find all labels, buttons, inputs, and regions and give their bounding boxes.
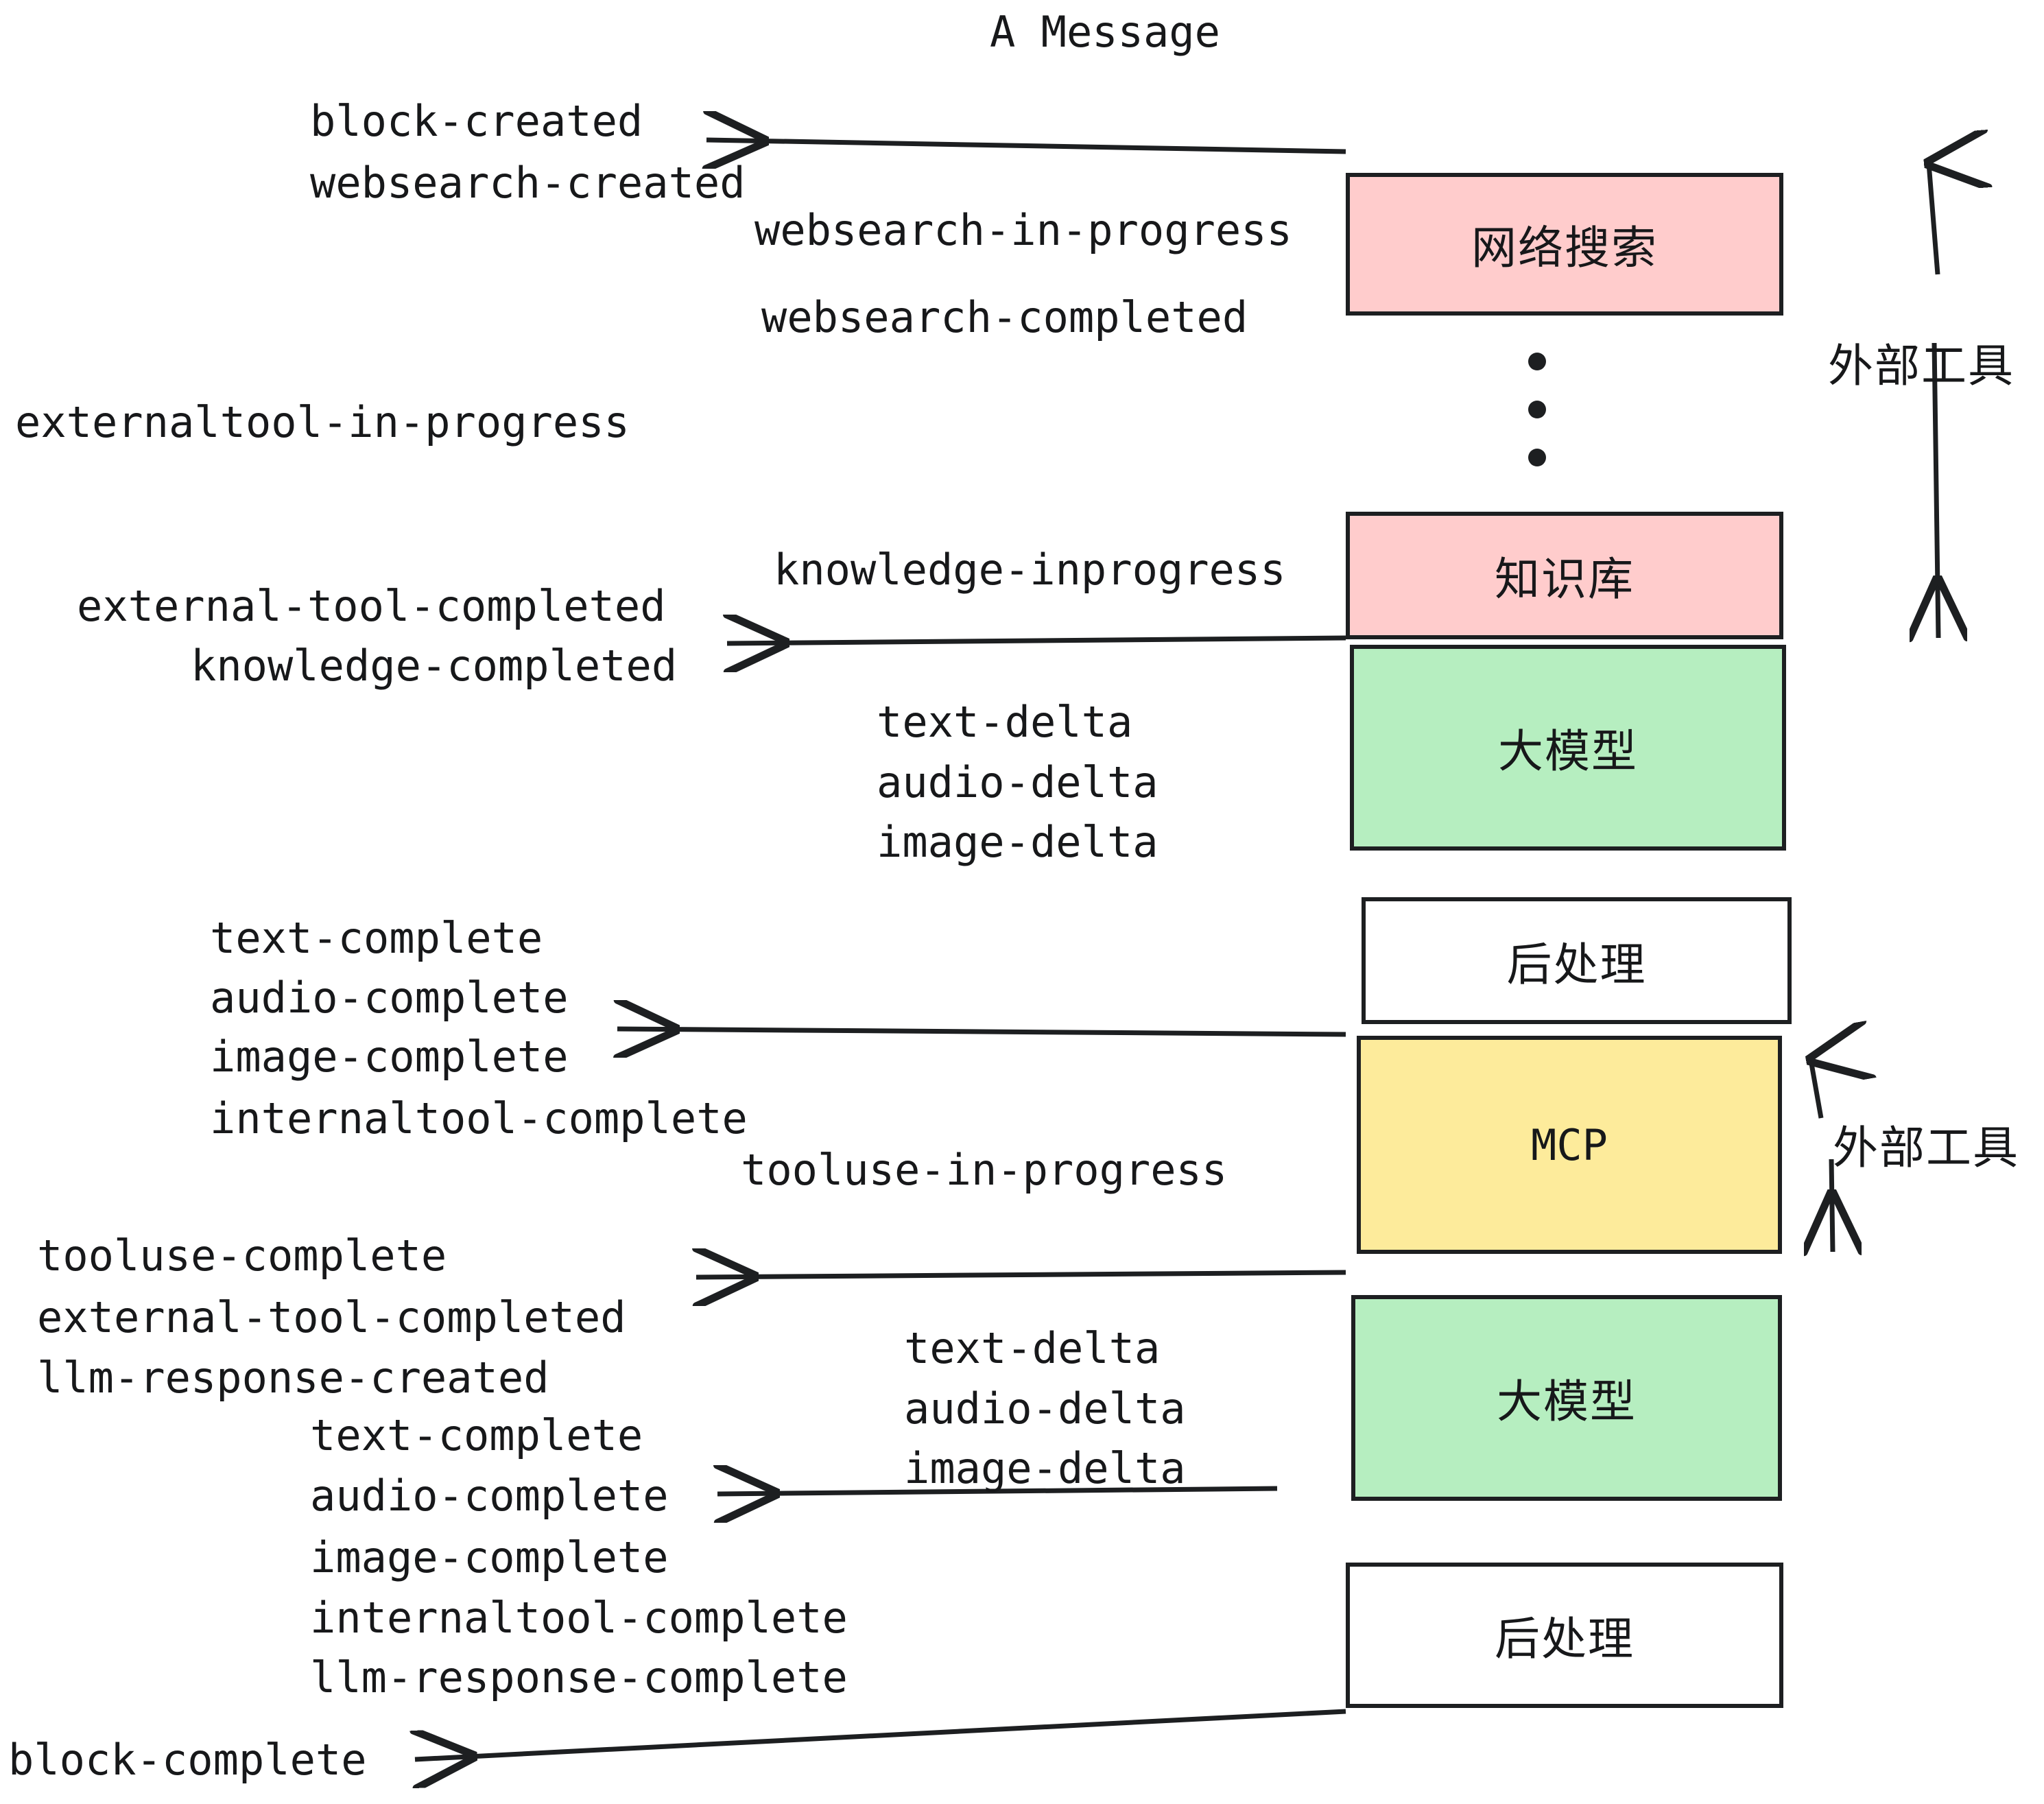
event-text-complete-1: text-complete xyxy=(210,913,543,963)
arrow-websearch-to-block-created xyxy=(706,140,1346,152)
event-audio-complete-1: audio-complete xyxy=(210,973,569,1023)
event-audio-delta-1: audio-delta xyxy=(877,757,1158,807)
event-image-delta-1: image-delta xyxy=(877,817,1158,867)
external-tools-label-bottom: 外部工具 xyxy=(1833,1121,2019,1174)
event-image-complete-1: image-complete xyxy=(210,1032,569,1082)
node-llm-1-label: 大模型 xyxy=(1498,725,1638,778)
event-websearch-in-progress: websearch-in-progress xyxy=(754,205,1292,255)
arrow-knowledge-to-knowledge-completed xyxy=(727,638,1346,643)
node-websearch[interactable]: 网络搜索 xyxy=(1346,173,1783,316)
event-tooluse-complete: tooluse-complete xyxy=(37,1231,447,1281)
ellipsis-dot-3 xyxy=(1528,449,1546,466)
ellipsis-dot-2 xyxy=(1528,401,1546,418)
node-mcp-label: MCP xyxy=(1531,1119,1608,1170)
node-postprocess-2[interactable]: 后处理 xyxy=(1346,1563,1783,1708)
event-image-complete-2: image-complete xyxy=(310,1532,669,1582)
event-websearch-completed: websearch-completed xyxy=(761,292,1248,342)
node-postprocess-2-label: 后处理 xyxy=(1495,1613,1635,1665)
external-tools-label-top: 外部工具 xyxy=(1828,340,2015,392)
event-block-complete: block-complete xyxy=(8,1735,367,1785)
event-external-tool-completed-2: external-tool-completed xyxy=(37,1292,626,1342)
event-audio-delta-2: audio-delta xyxy=(904,1384,1186,1434)
event-text-delta-1: text-delta xyxy=(877,697,1133,747)
event-block-created: block-created xyxy=(310,96,643,146)
event-tooluse-in-progress: tooluse-in-progress xyxy=(741,1145,1228,1195)
node-postprocess-1[interactable]: 后处理 xyxy=(1362,897,1792,1024)
event-text-complete-2: text-complete xyxy=(310,1410,643,1460)
event-internaltool-complete-2: internaltool-complete xyxy=(310,1593,848,1643)
event-websearch-created: websearch-created xyxy=(310,158,746,208)
node-knowledge-label: 知识库 xyxy=(1495,553,1635,606)
event-audio-complete-2: audio-complete xyxy=(310,1471,669,1521)
node-knowledge[interactable]: 知识库 xyxy=(1346,512,1783,639)
arrow-postprocess2-to-block-complete xyxy=(415,1709,1346,1759)
event-llm-response-complete: llm-response-complete xyxy=(310,1652,848,1702)
diagram-title: A Message xyxy=(990,7,1220,57)
event-knowledge-inprogress: knowledge-inprogress xyxy=(774,545,1286,595)
node-mcp[interactable]: MCP xyxy=(1357,1036,1782,1254)
event-image-delta-2: image-delta xyxy=(904,1443,1186,1493)
external-tools-arrow-bottom xyxy=(1811,1060,1833,1252)
event-externaltool-in-progress: externaltool-in-progress xyxy=(15,397,630,447)
event-llm-response-created: llm-response-created xyxy=(37,1353,549,1403)
node-llm-2[interactable]: 大模型 xyxy=(1351,1295,1782,1501)
event-external-tool-completed-1: external-tool-completed xyxy=(77,581,666,631)
node-postprocess-1-label: 后处理 xyxy=(1506,938,1647,991)
arrow-llm1-to-image-complete xyxy=(617,1029,1346,1034)
node-llm-1[interactable]: 大模型 xyxy=(1350,645,1786,851)
event-text-delta-2: text-delta xyxy=(904,1323,1161,1373)
node-llm-2-label: 大模型 xyxy=(1497,1375,1637,1428)
external-tools-arrow-top xyxy=(1929,163,1938,638)
event-knowledge-completed: knowledge-completed xyxy=(191,641,678,691)
arrow-mcp-to-tooluse-complete xyxy=(696,1272,1346,1277)
event-internaltool-complete-1: internaltool-complete xyxy=(210,1093,748,1143)
node-websearch-label: 网络搜索 xyxy=(1471,222,1658,274)
ellipsis-dot-1 xyxy=(1528,353,1546,370)
